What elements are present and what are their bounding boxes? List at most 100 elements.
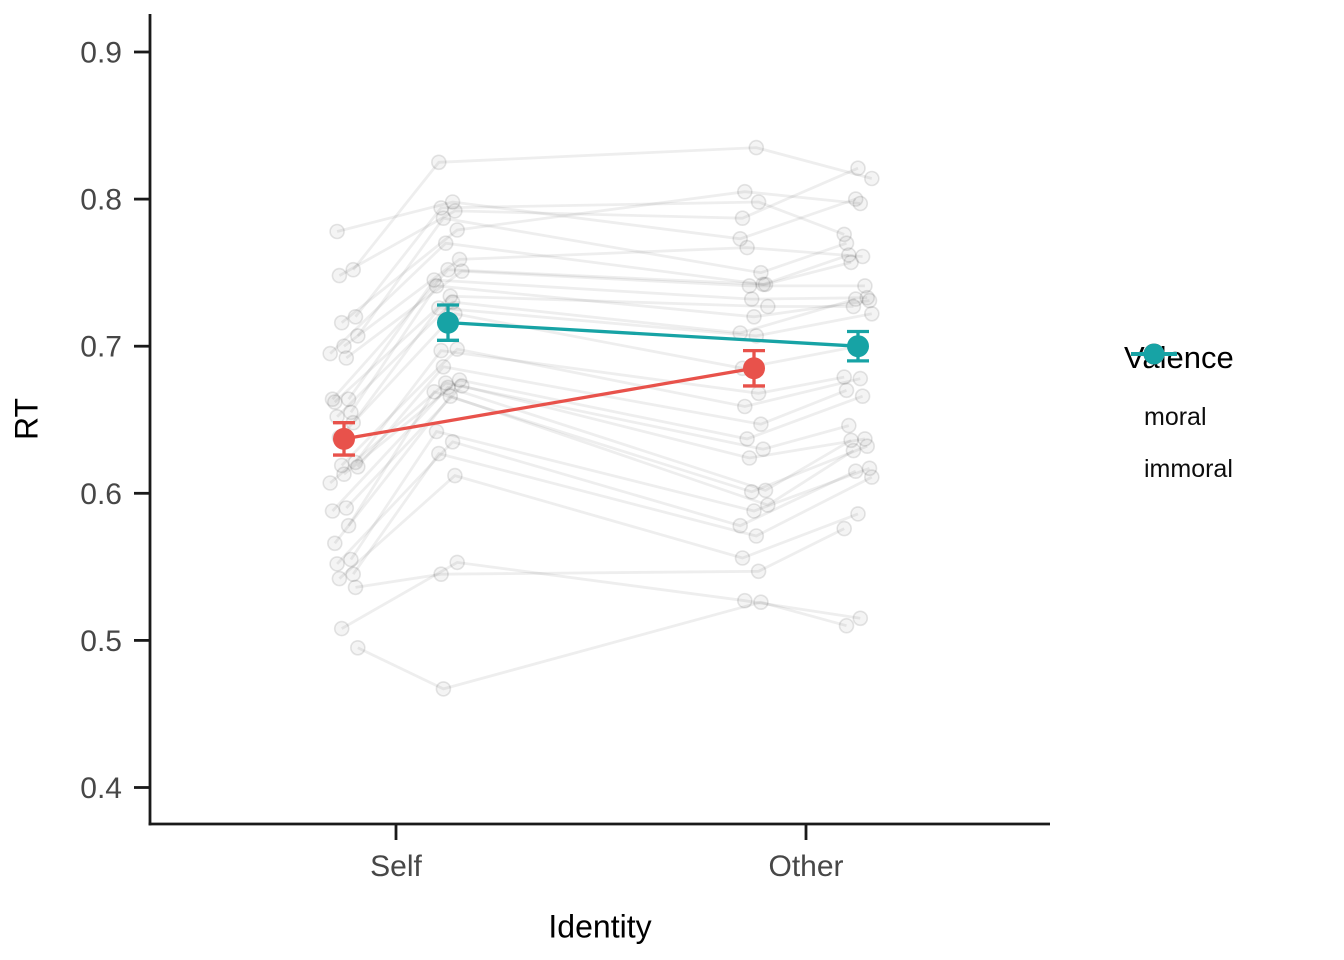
subject-line (355, 527, 845, 589)
subject-line (343, 378, 864, 476)
legend-title: Valence (1124, 340, 1234, 375)
subject-line (340, 347, 861, 467)
y-tick-label: 0.8 (80, 184, 122, 217)
subject-point (859, 438, 876, 455)
x-tick-label: Self (370, 850, 422, 883)
subject-point (349, 328, 366, 344)
subject-point (759, 497, 776, 513)
subject-point (347, 579, 364, 596)
subject-line (333, 394, 855, 545)
subject-point (433, 566, 449, 583)
subject-point (840, 247, 857, 263)
subject-point (442, 388, 459, 405)
subject-line (354, 349, 845, 464)
subject-line (347, 390, 868, 527)
subject-point (847, 191, 864, 207)
subject-point (847, 463, 864, 480)
subject-point (433, 200, 449, 216)
legend-item-label: immoral (1144, 454, 1233, 483)
subject-point (755, 441, 772, 458)
legend-key-immoral-icon (1131, 343, 1177, 365)
subject-point (324, 391, 341, 408)
subject-point (732, 231, 749, 247)
subject-point (345, 261, 362, 278)
subject-point (838, 617, 855, 634)
y-tick-label: 0.6 (80, 478, 122, 511)
subject-point (347, 308, 364, 325)
subject-point (433, 342, 449, 359)
subject-point (739, 431, 755, 447)
subject-point (426, 272, 443, 288)
subject-line (331, 385, 852, 512)
subject-point (322, 475, 339, 491)
subject-line (338, 166, 859, 277)
subject-line (343, 246, 863, 348)
subject-point (741, 278, 758, 294)
subject-line (349, 429, 870, 561)
subject-point (845, 298, 862, 315)
subject-point (861, 292, 878, 309)
subject-point (333, 457, 350, 474)
subject-line (341, 560, 861, 630)
subject-point (750, 385, 767, 402)
subject-point (850, 506, 866, 522)
x-tick-label: Other (768, 850, 843, 883)
subject-point (755, 276, 772, 293)
subject-point (836, 226, 853, 243)
subject-point (453, 378, 470, 394)
subject-line (336, 440, 857, 565)
subject-line (356, 216, 847, 337)
subject-point (750, 563, 767, 580)
individual-subjects-layer (322, 139, 880, 697)
subject-point (840, 417, 857, 434)
subject-point (336, 466, 352, 483)
subject-point (444, 433, 461, 450)
subject-point (326, 535, 343, 552)
series-immoral (437, 303, 869, 363)
subject-point (838, 235, 855, 251)
subject-line (333, 294, 854, 404)
subject-point (338, 350, 355, 366)
subject-point (442, 288, 459, 305)
subject-point (435, 358, 452, 375)
subject-point (736, 183, 753, 200)
subject-line (331, 261, 852, 401)
subject-point (857, 278, 873, 294)
subject-line (352, 452, 873, 576)
subject-point (734, 210, 751, 226)
subject-point (428, 278, 445, 294)
subject-line (338, 312, 859, 439)
subject-point (326, 394, 343, 410)
subject-point (739, 239, 755, 256)
subject-point (854, 248, 871, 265)
subject-point (347, 454, 364, 471)
subject-line (357, 600, 847, 691)
subject-point (863, 305, 880, 322)
subject-point (746, 308, 762, 325)
subject-point (338, 500, 355, 516)
legend-item-moral: moral (1124, 343, 1334, 432)
subject-point (850, 160, 866, 176)
subject-point (847, 291, 864, 307)
subject-point (843, 254, 859, 271)
subject-point (451, 251, 468, 268)
mean-point-moral-self (333, 427, 355, 450)
subject-point (863, 170, 880, 187)
y-tick-label: 0.9 (80, 37, 122, 70)
subject-point (743, 291, 760, 307)
subject-point (449, 222, 466, 238)
subject-line (329, 241, 850, 355)
subject-point (753, 594, 769, 611)
subject-point (743, 483, 760, 500)
subject-point (333, 620, 350, 637)
subject-point (349, 458, 366, 475)
subject-line (345, 269, 865, 360)
subject-point (852, 610, 869, 627)
subject-point (854, 388, 871, 405)
legend-item-immoral: immoral (1124, 343, 1334, 484)
subject-point (857, 431, 873, 447)
subject-point (845, 442, 862, 459)
subject-point (736, 398, 753, 415)
